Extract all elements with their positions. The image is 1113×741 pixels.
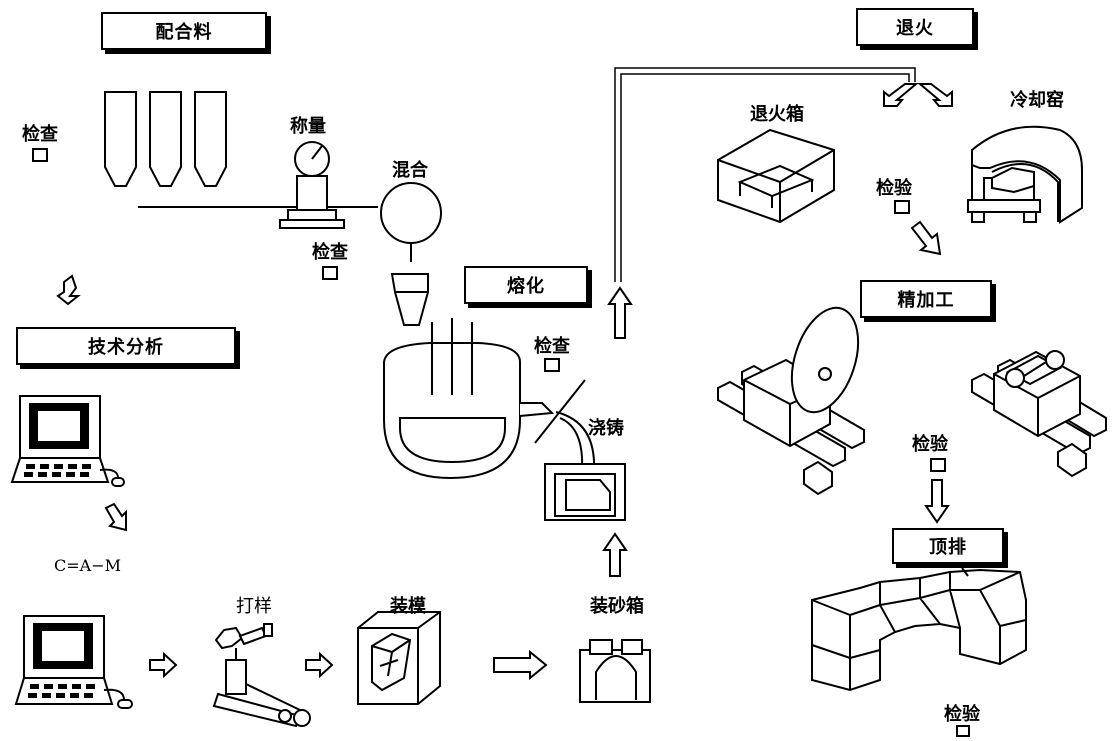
label-verify-3: 检验	[944, 704, 980, 725]
arrow-analysis-to-formula	[104, 502, 127, 532]
label-mixing: 混合	[392, 160, 428, 181]
grinding-machine-1	[717, 306, 865, 496]
stage-tech-analysis: 技术分析	[16, 327, 236, 365]
annealing-split-arrows	[883, 83, 953, 107]
label-annealing-box: 退火箱	[750, 104, 804, 125]
arch-assembly-drawing	[811, 567, 1027, 692]
arrow-up-to-melting	[607, 286, 633, 339]
label-sample: 打样	[236, 596, 272, 617]
arrow-down-to-assembly	[924, 479, 950, 524]
label-inspect-3: 检查	[534, 336, 570, 357]
cooling-kiln-drawing	[967, 125, 1083, 224]
arrow-sample-to-molding	[305, 653, 333, 677]
label-cooling-kiln: 冷却窑	[1010, 90, 1064, 111]
verify-checkbox-3	[956, 725, 970, 737]
inspect-checkbox-3	[544, 358, 560, 372]
connector-to-annealing	[614, 67, 916, 282]
arrow-batching-to-analysis	[56, 274, 81, 306]
arrow-up-to-pouring	[602, 532, 628, 577]
annealing-box-drawing	[717, 128, 835, 224]
stage-annealing: 退火	[856, 8, 974, 46]
sand-box	[579, 639, 651, 703]
label-weighing: 称量	[290, 116, 326, 137]
sampling-robot	[212, 623, 311, 728]
weighing-scale	[279, 141, 345, 229]
label-inspect-1: 检查	[22, 124, 58, 145]
stage-assembly: 顶排	[892, 528, 1004, 564]
label-molding: 装模	[390, 596, 426, 617]
arrow-to-finishing	[910, 220, 942, 256]
mixer	[380, 182, 442, 326]
inspect-checkbox-2	[322, 266, 338, 280]
computer-terminal-2	[14, 615, 133, 709]
label-inspect-2: 检查	[312, 242, 348, 263]
arrow-molding-to-sandbox	[493, 649, 548, 681]
verify-checkbox-1	[894, 200, 910, 214]
arrow-computer-to-sample	[149, 653, 177, 677]
verify-checkbox-2	[930, 458, 946, 472]
stage-finishing: 精加工	[860, 280, 992, 318]
casting-mold	[544, 463, 626, 521]
computer-terminal-1	[10, 395, 125, 487]
label-formula: C=A−M	[54, 556, 121, 575]
label-pouring: 浇铸	[588, 418, 624, 439]
melting-furnace	[383, 318, 596, 480]
stage-melting: 熔化	[464, 266, 588, 304]
label-verify-1: 检验	[876, 178, 912, 199]
inspect-checkbox-1	[32, 148, 48, 162]
grinding-machine-2	[971, 350, 1107, 478]
label-sandbox: 装砂箱	[590, 596, 644, 617]
silo-bins	[104, 91, 227, 187]
label-verify-2: 检验	[912, 434, 948, 455]
molding-box	[357, 611, 441, 705]
stage-batching: 配合料	[101, 12, 267, 50]
